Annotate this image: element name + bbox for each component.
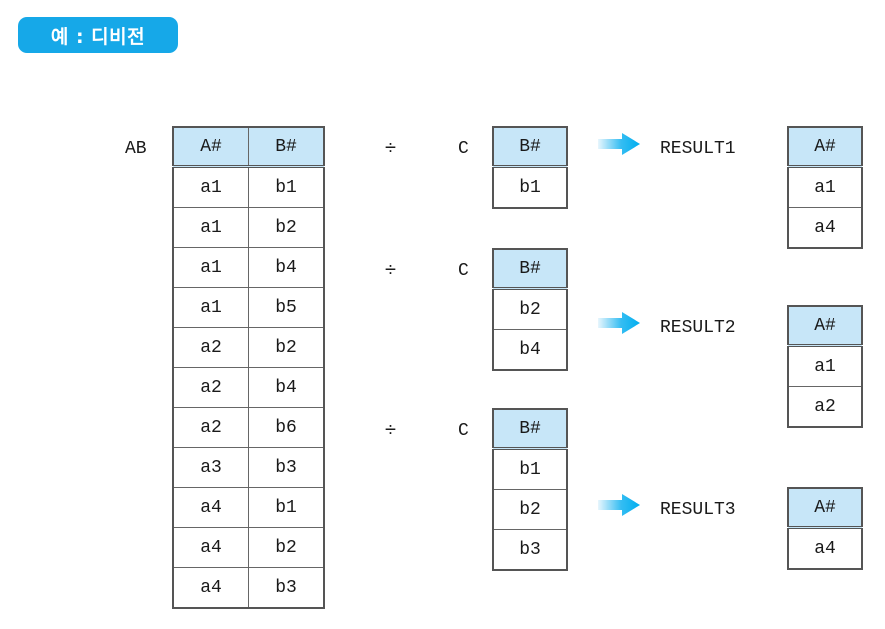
cell-b: b4 xyxy=(248,367,325,408)
table-row: a4 b1 xyxy=(172,487,325,528)
cell-a: a2 xyxy=(787,386,863,428)
table-row: b2 xyxy=(492,489,568,530)
cell-a: a2 xyxy=(172,327,249,368)
divisor-table-1: B# b1 xyxy=(492,126,568,209)
divisor-relation-label-1: C xyxy=(458,139,469,159)
column-header-a: A# xyxy=(172,126,249,168)
column-header-a: A# xyxy=(787,126,863,168)
division-operator-2: ÷ xyxy=(385,259,396,281)
table-row: a1 b5 xyxy=(172,287,325,328)
division-operator-3: ÷ xyxy=(385,419,396,441)
cell-b: b3 xyxy=(248,447,325,488)
cell-b: b3 xyxy=(492,529,568,571)
cell-a: a2 xyxy=(172,407,249,448)
cell-a: a4 xyxy=(172,527,249,568)
cell-a: a4 xyxy=(787,527,863,570)
cell-b: b4 xyxy=(492,329,568,371)
cell-b: b1 xyxy=(492,448,568,490)
cell-b: b2 xyxy=(492,288,568,330)
table-header-row: A# B# xyxy=(172,126,325,168)
table-row: a2 xyxy=(787,386,863,428)
result-relation-label-3: RESULT3 xyxy=(660,500,736,520)
cell-a: a4 xyxy=(787,207,863,249)
table-header-row: B# xyxy=(492,408,568,450)
table-row: a1 xyxy=(787,166,863,208)
cell-b: b2 xyxy=(248,527,325,568)
table-header-row: B# xyxy=(492,248,568,290)
table-row: a2 b6 xyxy=(172,407,325,448)
divisor-table-3: B# b1 b2 b3 xyxy=(492,408,568,571)
cell-a: a1 xyxy=(172,166,249,208)
dividend-relation-label: AB xyxy=(125,139,147,159)
table-row: a4 b3 xyxy=(172,567,325,609)
cell-b: b1 xyxy=(248,487,325,528)
divisor-table-2: B# b2 b4 xyxy=(492,248,568,371)
table-row: a1 b4 xyxy=(172,247,325,288)
section-title-badge: 예 : 디비전 xyxy=(18,17,178,53)
table-header-row: B# xyxy=(492,126,568,168)
table-row: a2 b2 xyxy=(172,327,325,368)
cell-b: b2 xyxy=(248,327,325,368)
result-relation-label-1: RESULT1 xyxy=(660,139,736,159)
cell-a: a4 xyxy=(172,567,249,609)
result-table-1: A# a1 a4 xyxy=(787,126,863,249)
table-row: a1 xyxy=(787,345,863,387)
result-table-2: A# a1 a2 xyxy=(787,305,863,428)
cell-b: b6 xyxy=(248,407,325,448)
cell-b: b2 xyxy=(248,207,325,248)
table-row: a2 b4 xyxy=(172,367,325,408)
cell-a: a1 xyxy=(172,247,249,288)
table-row: a1 b1 xyxy=(172,166,325,208)
table-row: a4 xyxy=(787,207,863,249)
cell-a: a1 xyxy=(787,345,863,387)
dividend-table: A# B# a1 b1 a1 b2 a1 b4 a1 b5 a2 b2 a2 b… xyxy=(172,126,325,609)
table-row: a4 xyxy=(787,527,863,570)
division-operator-1: ÷ xyxy=(385,137,396,159)
right-arrow-icon-3 xyxy=(598,494,640,516)
table-row: a4 b2 xyxy=(172,527,325,568)
table-row: a3 b3 xyxy=(172,447,325,488)
section-title-text: 예 : 디비전 xyxy=(50,25,146,48)
cell-a: a3 xyxy=(172,447,249,488)
cell-a: a4 xyxy=(172,487,249,528)
cell-b: b1 xyxy=(248,166,325,208)
table-row: b1 xyxy=(492,166,568,209)
cell-a: a2 xyxy=(172,367,249,408)
right-arrow-icon-1 xyxy=(598,133,640,155)
table-row: a1 b2 xyxy=(172,207,325,248)
column-header-b: B# xyxy=(492,248,568,290)
divisor-relation-label-2: C xyxy=(458,261,469,281)
column-header-b: B# xyxy=(492,408,568,450)
table-row: b4 xyxy=(492,329,568,371)
column-header-a: A# xyxy=(787,305,863,347)
result-relation-label-2: RESULT2 xyxy=(660,318,736,338)
table-header-row: A# xyxy=(787,487,863,529)
cell-a: a1 xyxy=(172,207,249,248)
cell-b: b4 xyxy=(248,247,325,288)
table-row: b2 xyxy=(492,288,568,330)
cell-b: b1 xyxy=(492,166,568,209)
cell-b: b2 xyxy=(492,489,568,530)
right-arrow-icon-2 xyxy=(598,312,640,334)
column-header-a: A# xyxy=(787,487,863,529)
cell-a: a1 xyxy=(787,166,863,208)
result-table-3: A# a4 xyxy=(787,487,863,570)
table-row: b3 xyxy=(492,529,568,571)
cell-a: a1 xyxy=(172,287,249,328)
table-row: b1 xyxy=(492,448,568,490)
table-header-row: A# xyxy=(787,126,863,168)
column-header-b: B# xyxy=(492,126,568,168)
cell-b: b3 xyxy=(248,567,325,609)
column-header-b: B# xyxy=(248,126,325,168)
divisor-relation-label-3: C xyxy=(458,421,469,441)
cell-b: b5 xyxy=(248,287,325,328)
table-header-row: A# xyxy=(787,305,863,347)
